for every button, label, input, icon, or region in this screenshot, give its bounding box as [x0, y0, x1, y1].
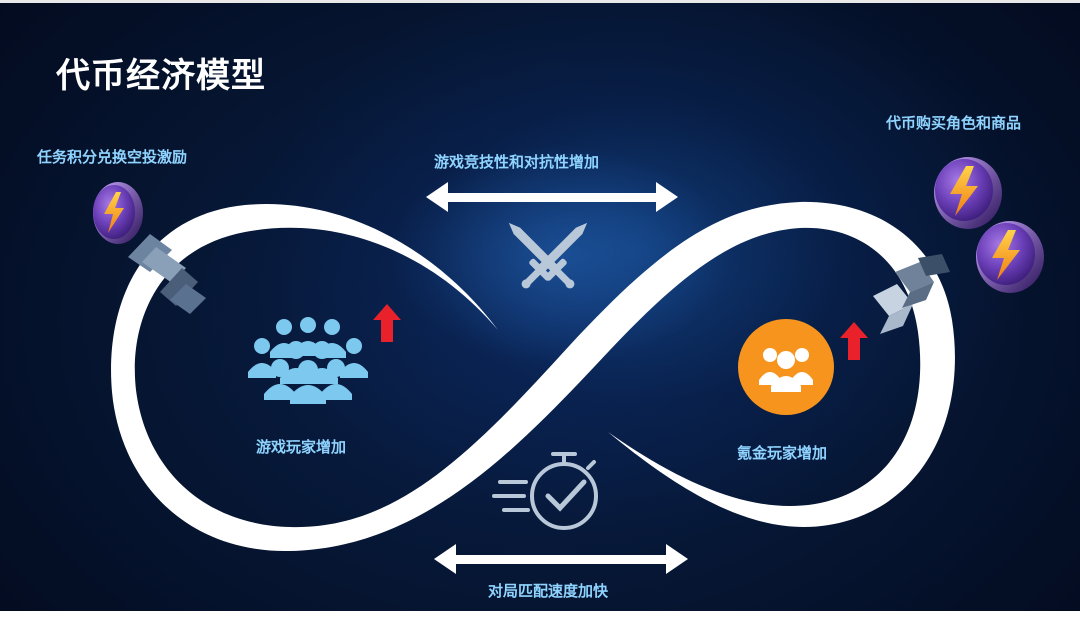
top-border: [0, 0, 1080, 3]
page-title: 代币经济模型: [56, 56, 266, 96]
crossed-swords-icon: [508, 222, 588, 289]
infinity-ribbon: [111, 201, 955, 552]
up-arrow-icon-left: [373, 304, 401, 342]
paying-players-label: 氪金玩家增加: [737, 444, 828, 462]
top-double-arrow: [426, 182, 678, 212]
right-chevron-arrows: [873, 254, 950, 334]
lightning-coin-icon-left: [93, 182, 143, 244]
game-players-label: 游戏玩家增加: [256, 438, 347, 456]
lightning-coin-icon-top-right: [934, 157, 1002, 229]
competitiveness-label: 游戏竞技性和对抗性增加: [434, 153, 600, 171]
bottom-border: [0, 611, 1080, 625]
match-speed-label: 对局匹配速度加快: [488, 582, 609, 600]
bottom-double-arrow: [434, 544, 688, 574]
left-chevron-arrows: [128, 234, 206, 314]
stopwatch-check-icon: [492, 452, 598, 530]
task-rewards-label: 任务积分兑换空投激励: [37, 148, 188, 166]
lightning-coin-icon-bottom-right: [976, 221, 1044, 293]
up-arrow-icon-right: [840, 322, 868, 360]
token-purchase-label: 代币购买角色和商品: [886, 114, 1022, 132]
crowd-icon: [248, 317, 368, 404]
group-circle-icon: [738, 319, 834, 415]
